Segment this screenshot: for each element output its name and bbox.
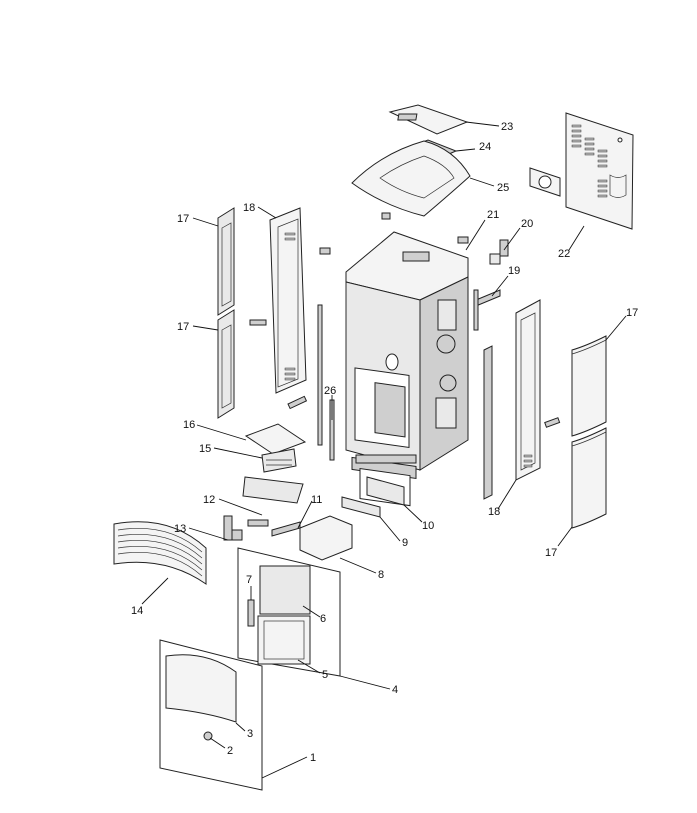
side-strip-right [483,345,493,500]
vertical-strip-part-26 [317,304,335,461]
callout-20: 20 [521,218,533,230]
ash-drawer-rail [242,476,304,504]
top-cover-part-23 [388,104,469,135]
callout-24: 24 [479,141,491,153]
callout-4: 4 [392,684,398,696]
side-panel-right-part-18 [515,299,541,481]
glass-part-5 [257,615,311,665]
callout-11: 11 [311,494,322,506]
callout-10: 10 [422,520,434,532]
bracket-part-19 [475,289,501,307]
deflector-part-16 [244,423,307,455]
side-door-lower-part-17 [571,427,607,529]
internal-components [435,299,457,429]
callout-17-lower-right: 17 [545,547,557,559]
stove-body [345,231,469,507]
ash-pan-part-8 [299,515,353,561]
callout-17-upper-left: 17 [177,213,189,225]
front-grille-part-14 [113,521,207,585]
door-frame-part-6 [259,565,311,615]
bracket-part-11 [271,521,301,537]
callout-14: 14 [131,605,143,617]
callout-5: 5 [322,669,328,681]
bracket-part-20 [489,239,509,265]
callout-6: 6 [320,613,326,625]
side-door-upper-part-17 [571,335,607,437]
top-fittings [319,212,469,255]
callout-25: 25 [497,182,509,194]
callout-1: 1 [310,752,316,764]
flue-gasket [529,167,561,197]
callout-13: 13 [174,523,186,535]
callout-26: 26 [324,385,336,397]
handle-part-7 [247,599,255,627]
front-door-panel-part-3 [165,654,237,723]
callout-3: 3 [247,728,253,740]
callout-16: 16 [183,419,195,431]
door-hinge-right [544,417,561,428]
callout-15: 15 [199,443,211,455]
callout-23: 23 [501,121,513,133]
front-frame-part-13 [223,515,243,541]
top-frame-part-25 [351,140,471,217]
callout-12: 12 [203,494,215,506]
hinge-left [249,319,308,410]
callout-labels: 1 2 3 4 5 6 7 8 9 10 11 12 13 14 15 16 1… [131,121,638,764]
rear-panel-part-22 [565,112,634,230]
leader-lines [141,121,627,779]
callout-2: 2 [227,745,233,757]
callout-17-lower-left: 17 [177,321,189,333]
side-trim-upper-part-17 [217,207,235,316]
rear-panel-vents [571,124,608,198]
callout-18-left: 18 [243,202,255,214]
callout-9: 9 [402,537,408,549]
side-panel-left-part-18 [269,207,307,394]
callout-22: 22 [558,248,570,260]
hinge-part-21 [473,289,479,331]
callout-19: 19 [508,265,520,277]
callout-18-right: 18 [488,506,500,518]
bracket-part-12 [247,519,269,527]
burn-pot-part-15 [261,448,297,473]
callout-8: 8 [378,569,384,581]
side-trim-lower-part-17 [217,309,235,419]
callout-17-upper-right: 17 [626,307,638,319]
callout-7: 7 [246,574,252,586]
callout-21: 21 [487,209,499,221]
